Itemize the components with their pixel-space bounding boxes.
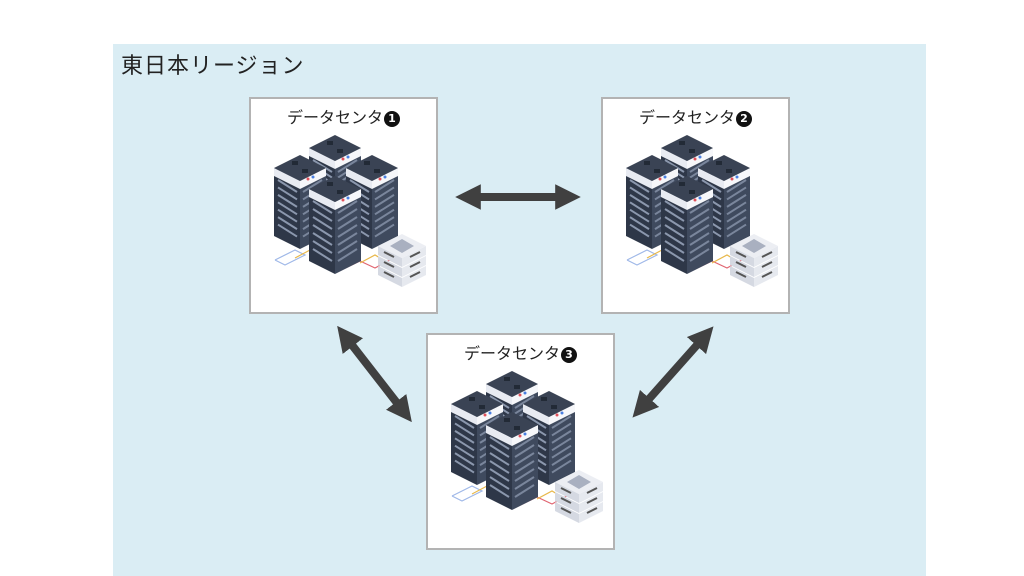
datacenter-name: データセンタ [463,344,560,363]
arrow-dc2-dc3 [632,326,714,418]
server-racks-icon [626,135,778,287]
rack-group [451,371,603,523]
number-badge: 3 [561,347,577,363]
datacenter-name: データセンタ [286,108,383,127]
region-title: 東日本リージョン [121,54,305,79]
server-racks-icon [451,371,603,523]
arrow-dc1-dc3 [337,325,412,423]
datacenter-name: データセンタ [638,108,735,127]
number-badge: 1 [384,111,400,127]
rack-group [626,135,778,287]
server-racks-icon [274,135,426,287]
rack-group [274,135,426,287]
number-badge: 2 [736,111,752,127]
